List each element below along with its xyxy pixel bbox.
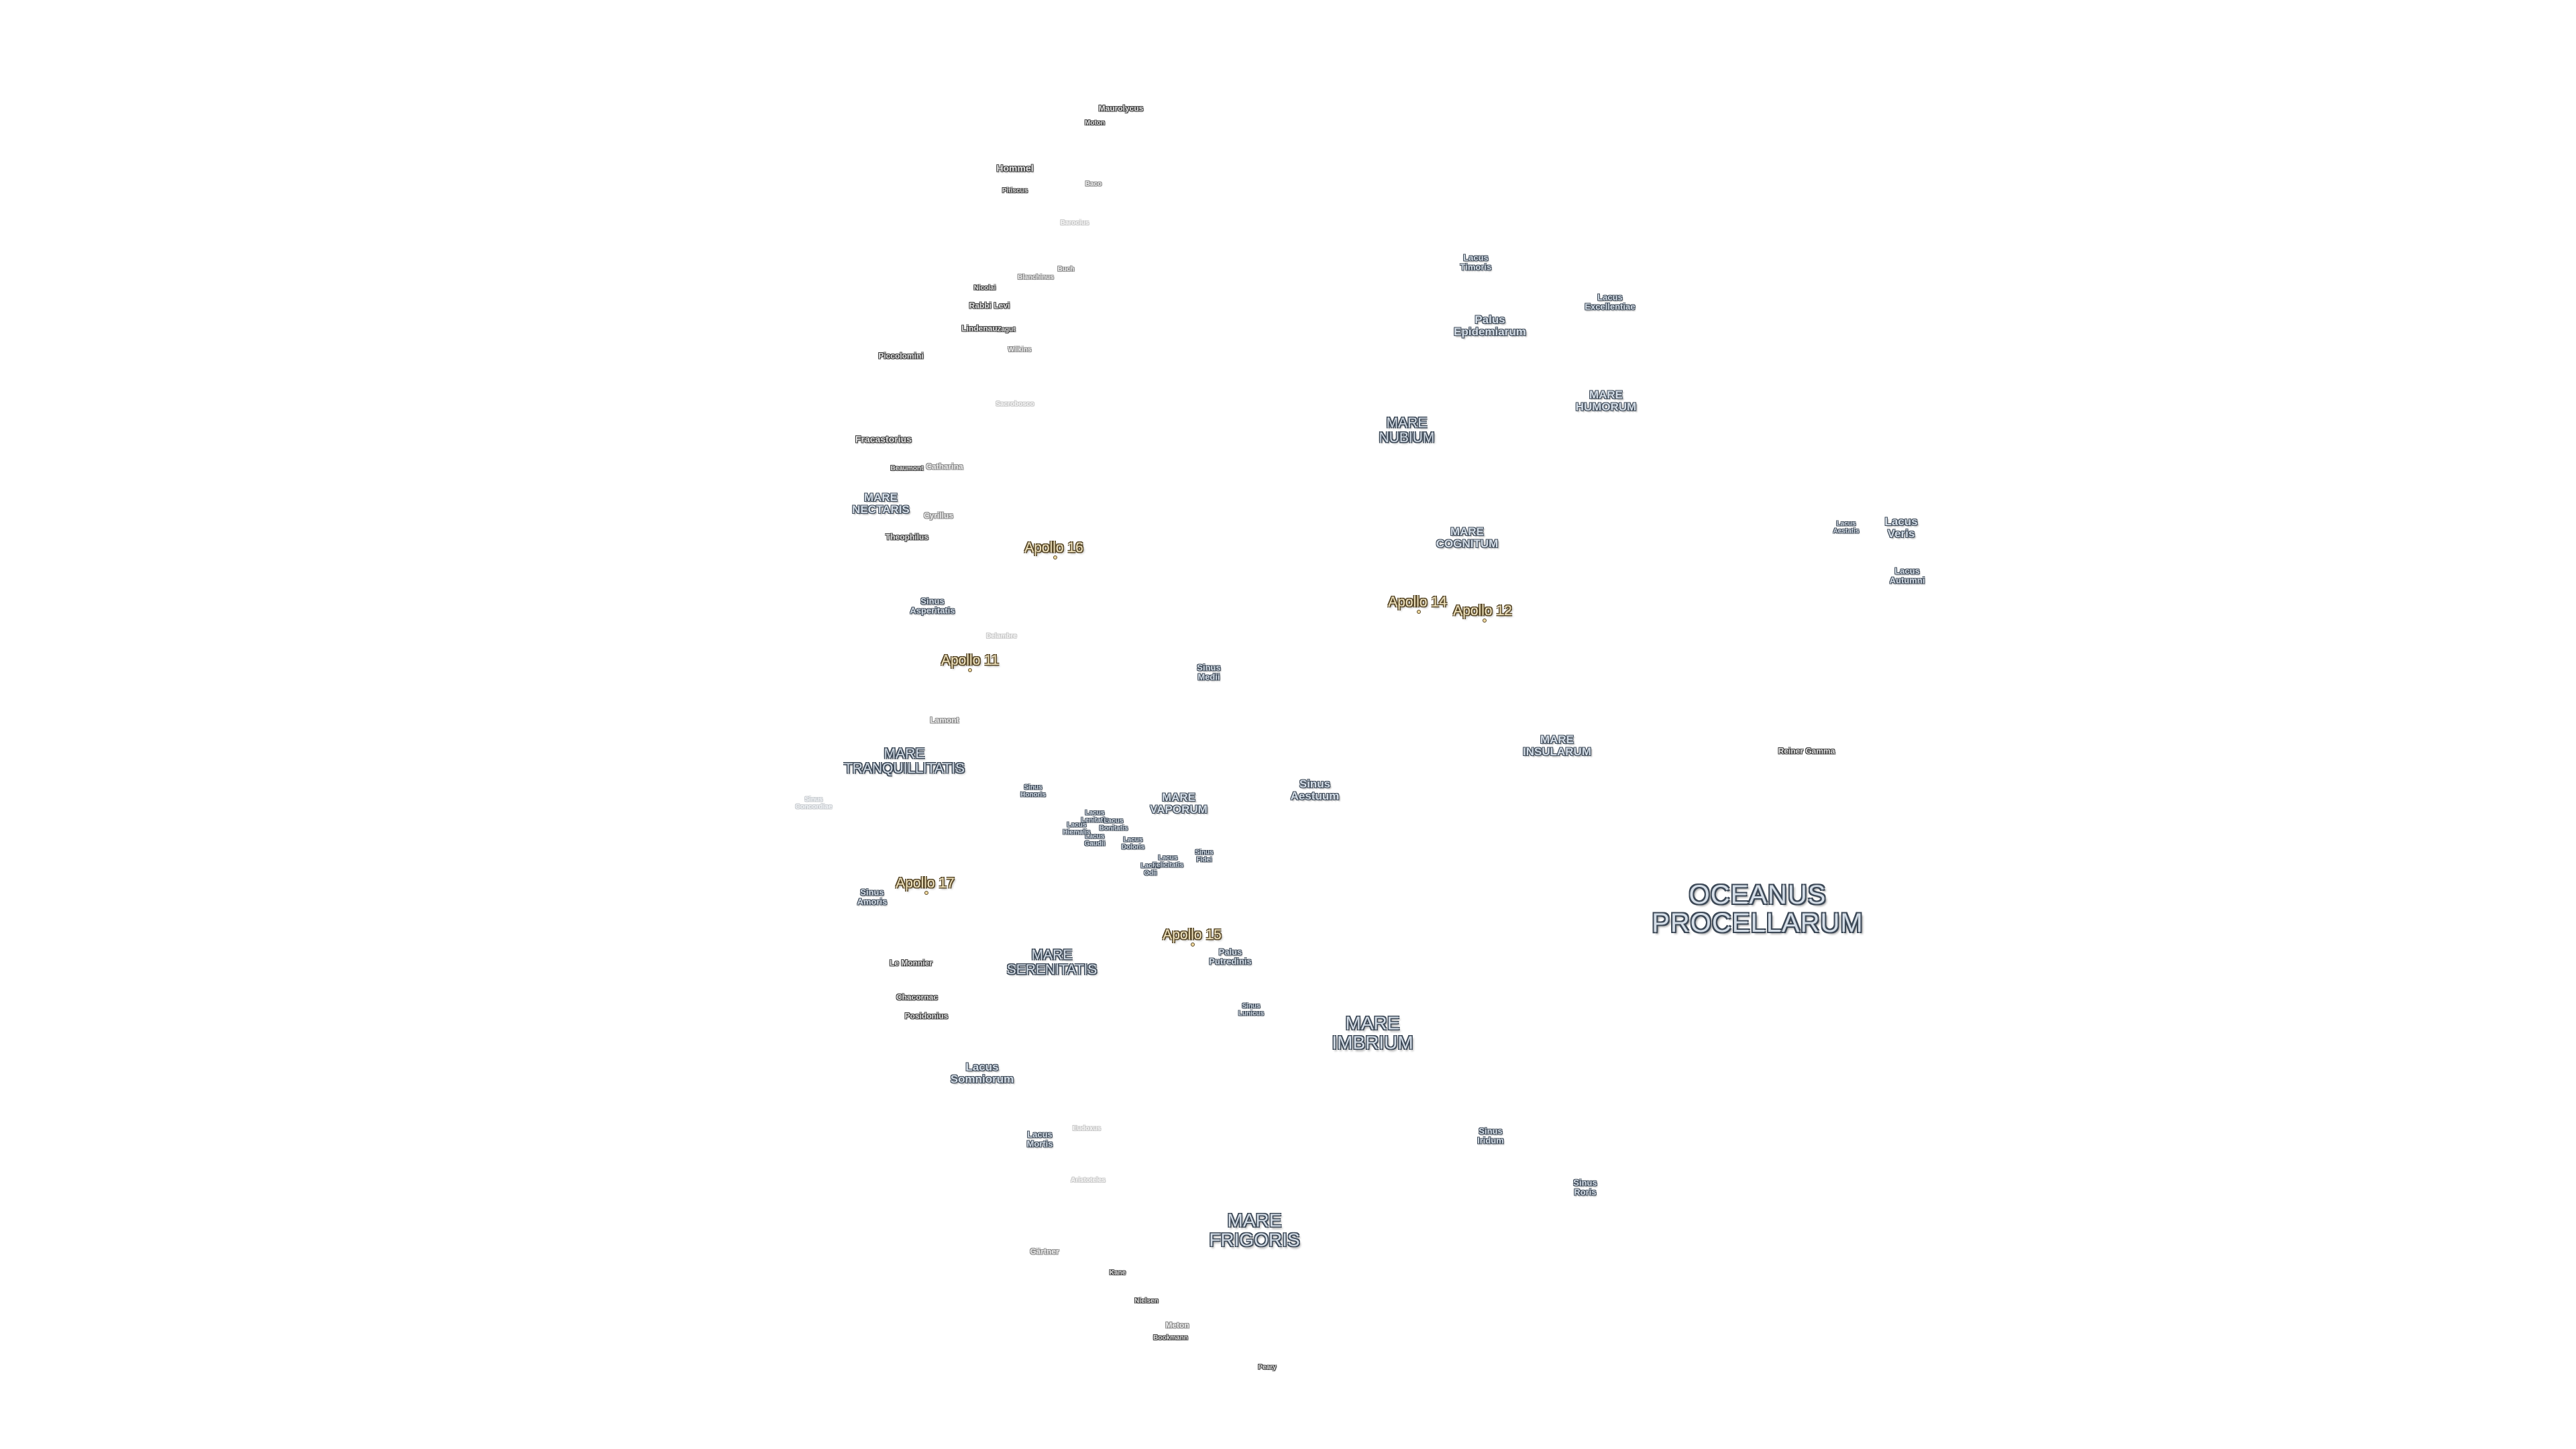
label-crater-maurolycus[interactable]: Maurolycus: [1098, 103, 1144, 113]
label-crater-reiner-gamma[interactable]: Reiner Gamma: [1778, 746, 1835, 756]
label-palus-epidemiarum[interactable]: Palus Epidemiarum: [1454, 313, 1526, 338]
label-lacus-aestatis[interactable]: Lacus Aestatis: [1833, 520, 1860, 535]
label-crater-bookmann[interactable]: Bookmann: [1153, 1334, 1188, 1342]
label-apollo-12[interactable]: Apollo 12: [1453, 602, 1512, 619]
landing-site-apollo-15-marker: [1191, 943, 1195, 947]
label-sinus-iridum[interactable]: Sinus Iridum: [1477, 1126, 1504, 1145]
label-mare-nectaris[interactable]: MARE NECTARIS: [852, 491, 910, 516]
label-mare-cognitum[interactable]: MARE COGNITUM: [1436, 525, 1499, 550]
label-crater-catharina[interactable]: Catharina: [926, 462, 963, 472]
label-mare-nubium[interactable]: MARE NUBIUM: [1379, 415, 1435, 445]
label-crater-le-monnier[interactable]: Le Monnier: [889, 958, 933, 968]
label-sinus-amoris[interactable]: Sinus Amoris: [857, 887, 888, 906]
label-lacus-doloris[interactable]: Lacus Doloris: [1121, 836, 1145, 851]
label-apollo-16[interactable]: Apollo 16: [1024, 539, 1083, 555]
label-oceanus-procellarum[interactable]: OCEANUS PROCELLARUM: [1652, 880, 1864, 938]
label-crater-zagut[interactable]: Zagut: [997, 325, 1016, 333]
label-sinus-medii[interactable]: Sinus Medii: [1197, 662, 1221, 682]
label-lacus-hiemalis[interactable]: Lacus Hiemalis: [1063, 821, 1091, 836]
label-crater-fracastorius[interactable]: Fracastorius: [855, 433, 912, 445]
label-crater-aristoteles[interactable]: Aristoteles: [1071, 1176, 1106, 1184]
label-mare-serenitatis[interactable]: MARE SERENITATIS: [1006, 947, 1097, 977]
label-mare-frigoris[interactable]: MARE FRIGORIS: [1209, 1210, 1300, 1250]
label-crater-delambre[interactable]: Delambre: [986, 632, 1017, 640]
label-crater-beaumont[interactable]: Beaumont: [890, 464, 924, 472]
label-crater-piccolomini[interactable]: Piccolomini: [878, 351, 924, 361]
label-lacus-odii[interactable]: Lacus Odii: [1140, 862, 1161, 877]
label-lacus-mortis[interactable]: Lacus Mortis: [1026, 1129, 1053, 1148]
label-mare-imbrium[interactable]: MARE IMBRIUM: [1332, 1012, 1413, 1053]
label-crater-hommel[interactable]: Hommel: [996, 162, 1034, 174]
label-crater-pitiscus[interactable]: Pitiscus: [1002, 186, 1028, 195]
label-crater-posidonius[interactable]: Posidonius: [904, 1011, 949, 1021]
landing-site-apollo-17-marker: [924, 891, 928, 895]
label-sinus-roris[interactable]: Sinus Roris: [1573, 1177, 1597, 1197]
landing-site-apollo-16-marker: [1053, 555, 1057, 559]
label-crater-blanchinus[interactable]: Blanchinus: [1018, 273, 1054, 281]
label-crater-chacornac[interactable]: Chacornac: [896, 992, 938, 1002]
label-crater-rabbi-levi[interactable]: Rabbi Levi: [969, 301, 1010, 311]
label-crater-meton[interactable]: Meton: [1165, 1320, 1189, 1330]
label-crater-theophilus[interactable]: Theophilus: [885, 532, 928, 542]
label-crater-eudoxus[interactable]: Eudoxus: [1072, 1124, 1102, 1132]
label-lacus-autumni[interactable]: Lacus Autumni: [1889, 566, 1925, 585]
label-crater-sacrobosco[interactable]: Sacrobosco: [996, 400, 1034, 408]
label-crater-buch[interactable]: Buch: [1057, 265, 1075, 273]
label-sinus-concordiae[interactable]: Sinus Concordiae: [795, 796, 833, 810]
label-crater-kane[interactable]: Kane: [1109, 1269, 1126, 1277]
label-sinus-asperitatis[interactable]: Sinus Asperitatis: [910, 596, 955, 615]
label-crater-nicolai[interactable]: Nicolai: [973, 284, 996, 292]
label-lacus-veris[interactable]: Lacus Veris: [1884, 515, 1918, 540]
landing-site-apollo-12-marker: [1483, 619, 1487, 623]
label-mare-tranquillitatis[interactable]: MARE TRANQUILLITATIS: [843, 745, 965, 776]
label-apollo-17[interactable]: Apollo 17: [896, 875, 955, 891]
label-lacus-timoris[interactable]: Lacus Timoris: [1460, 252, 1492, 272]
label-sinus-fidei[interactable]: Sinus Fidei: [1195, 849, 1214, 863]
label-sinus-aestuum[interactable]: Sinus Aestuum: [1290, 777, 1340, 802]
label-lacus-bonitatis[interactable]: Lacus Bonitatis: [1099, 817, 1128, 832]
label-apollo-11[interactable]: Apollo 11: [941, 652, 1000, 668]
label-sinus-lunicus[interactable]: Sinus Lunicus: [1238, 1002, 1265, 1017]
label-palus-putredinis[interactable]: Palus Putredinis: [1209, 947, 1252, 966]
label-lacus-lenitatis[interactable]: Lacus Lenitatis: [1081, 809, 1109, 824]
label-lacus-gaudii[interactable]: Lacus Gaudii: [1084, 833, 1106, 847]
label-mare-humorum[interactable]: MARE HUMORUM: [1575, 388, 1637, 413]
label-lacus-felicitatis[interactable]: Lacus Felicitatis: [1152, 854, 1184, 869]
landing-site-apollo-11-marker: [968, 668, 972, 672]
label-mare-vaporum[interactable]: MARE VAPORUM: [1150, 791, 1208, 816]
label-crater-barocius[interactable]: Barocius: [1060, 219, 1089, 227]
label-crater-moton[interactable]: Moton: [1085, 119, 1105, 127]
label-sinus-honoris[interactable]: Sinus Honoris: [1020, 784, 1046, 798]
label-lacus-excellentiae[interactable]: Lacus Excellentiae: [1585, 292, 1635, 311]
label-apollo-15[interactable]: Apollo 15: [1163, 926, 1222, 943]
label-crater-peary[interactable]: Peary: [1258, 1363, 1277, 1371]
label-crater-lamont[interactable]: Lamont: [930, 715, 959, 725]
label-crater-cyrillus[interactable]: Cyrillus: [923, 511, 954, 521]
label-crater-baco[interactable]: Baco: [1085, 180, 1102, 188]
label-mare-insularum[interactable]: MARE INSULARUM: [1523, 733, 1591, 758]
label-crater-nielsen[interactable]: Nielsen: [1134, 1297, 1159, 1305]
label-crater-gartner[interactable]: Gärtner: [1030, 1246, 1059, 1256]
label-apollo-14[interactable]: Apollo 14: [1388, 594, 1447, 610]
label-crater-wilkins[interactable]: Wilkins: [1008, 345, 1032, 354]
label-lacus-somniorum[interactable]: Lacus Somniorum: [950, 1061, 1014, 1085]
landing-site-apollo-14-marker: [1417, 610, 1421, 614]
label-crater-lindenau[interactable]: Lindenau: [961, 323, 998, 333]
